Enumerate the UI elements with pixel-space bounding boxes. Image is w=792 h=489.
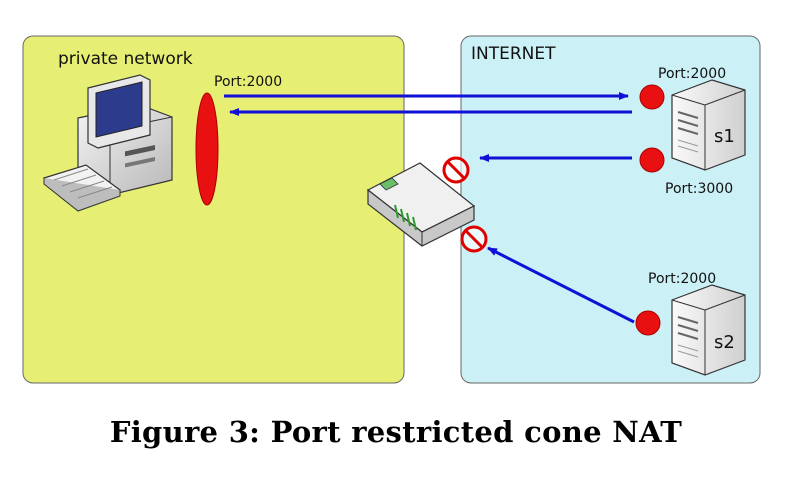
server-s2-icon [671, 284, 746, 376]
nat-router-icon [366, 162, 476, 247]
s2-port-2000 [635, 310, 661, 336]
s1-port-3000 [639, 147, 665, 173]
figure-caption: Figure 3: Port restricted cone NAT [109, 415, 683, 449]
s1-port-bottom-label: Port:3000 [665, 181, 733, 197]
computer-icon [42, 74, 173, 212]
s1-port-2000 [639, 84, 665, 110]
server-s1-label: s1 [714, 126, 735, 147]
internet-label: INTERNET [471, 44, 556, 64]
s2-port-label: Port:2000 [648, 271, 716, 287]
client-port-ellipse [195, 92, 219, 206]
blocked-icon [460, 225, 488, 253]
server-s1-icon [671, 79, 746, 171]
arrow-s2-blocked [487, 246, 635, 324]
server-s2-label: s2 [714, 332, 735, 353]
private-network-label: private network [58, 49, 193, 69]
s1-port-top-label: Port:2000 [658, 66, 726, 82]
client-port-label: Port:2000 [214, 74, 282, 90]
blocked-icon [442, 156, 470, 184]
